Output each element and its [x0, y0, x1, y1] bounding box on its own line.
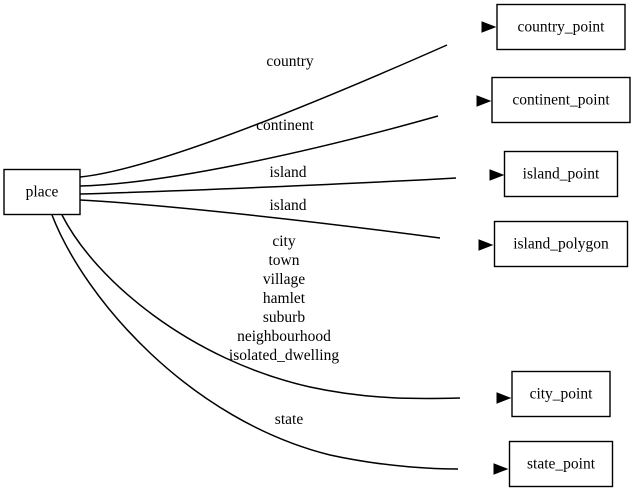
edge-label-text: continent	[256, 117, 314, 134]
edge-label-text: hamlet	[263, 290, 306, 307]
edge-place-country_point-label: country	[266, 53, 314, 70]
edge-place-island_point[interactable]	[79, 169, 505, 195]
node-box-continent_point	[491, 76, 631, 124]
edge-place-continent_point-arrowhead	[476, 95, 492, 107]
edge-label-text: town	[269, 252, 300, 269]
edge-place-state_point-line	[51, 214, 459, 470]
edge-place-continent_point-line	[79, 115, 439, 187]
node-box-place	[3, 168, 81, 216]
edge-label-text: state	[275, 411, 304, 428]
edge-label-text: island	[269, 197, 306, 214]
edge-place-city_point-label: city town village hamlet suburb neighbourhood…	[229, 233, 339, 364]
edge-label-text: neighbourhood	[237, 328, 331, 345]
node-label-island_point: island_point	[523, 166, 600, 183]
edge-labels-layer: country continent island island city town vill…	[229, 53, 339, 428]
nodes-layer: place country_point continent_point island_…	[3, 3, 631, 488]
node-label-place: place	[26, 184, 59, 201]
edge-place-city_point-arrowhead	[496, 392, 512, 404]
node-continent_point[interactable]: continent_point	[491, 76, 631, 124]
edge-place-island_point-label: island	[269, 164, 306, 181]
edge-place-city_point-line	[61, 214, 461, 400]
edge-label-text: isolated_dwelling	[229, 347, 339, 364]
edge-place-island_polygon-arrowhead	[478, 239, 494, 251]
edge-label-text: island	[269, 164, 306, 181]
edge-place-state_point-label: state	[275, 411, 304, 428]
edge-place-city_point[interactable]	[61, 214, 512, 404]
edge-place-island_polygon[interactable]	[79, 199, 494, 251]
node-island_point[interactable]: island_point	[503, 150, 619, 198]
edge-place-island_point-arrowhead	[489, 169, 505, 181]
edge-label-text: city	[272, 233, 295, 250]
edge-place-country_point-line	[79, 44, 448, 178]
node-box-island_point	[503, 150, 619, 198]
edge-place-country_point-arrowhead	[481, 21, 497, 33]
edge-place-state_point-arrowhead	[493, 463, 509, 475]
node-box-state_point	[508, 440, 614, 488]
node-label-city_point: city_point	[530, 386, 594, 403]
node-label-island_polygon: island_polygon	[513, 236, 609, 253]
edge-place-continent_point-label: continent	[256, 117, 314, 134]
edge-place-country_point[interactable]	[79, 21, 497, 178]
node-city_point[interactable]: city_point	[511, 370, 611, 418]
node-place[interactable]: place	[3, 168, 81, 216]
node-country_point[interactable]: country_point	[496, 3, 626, 51]
node-box-city_point	[511, 370, 611, 418]
node-state_point[interactable]: state_point	[508, 440, 614, 488]
edge-place-continent_point[interactable]	[79, 95, 492, 187]
edges-layer	[51, 21, 512, 475]
node-label-country_point: country_point	[518, 19, 606, 36]
node-label-state_point: state_point	[527, 456, 596, 473]
node-box-island_polygon	[493, 220, 629, 268]
edge-label-text: suburb	[263, 309, 305, 326]
edge-place-island_point-line	[79, 177, 457, 195]
edge-label-text: village	[263, 271, 305, 288]
edge-place-state_point[interactable]	[51, 214, 509, 475]
node-box-country_point	[496, 3, 626, 51]
edge-place-island_polygon-label: island	[269, 197, 306, 214]
edge-label-text: country	[266, 53, 314, 70]
node-label-continent_point: continent_point	[512, 92, 610, 109]
node-island_polygon[interactable]: island_polygon	[493, 220, 629, 268]
edge-place-island_polygon-line	[79, 199, 441, 239]
